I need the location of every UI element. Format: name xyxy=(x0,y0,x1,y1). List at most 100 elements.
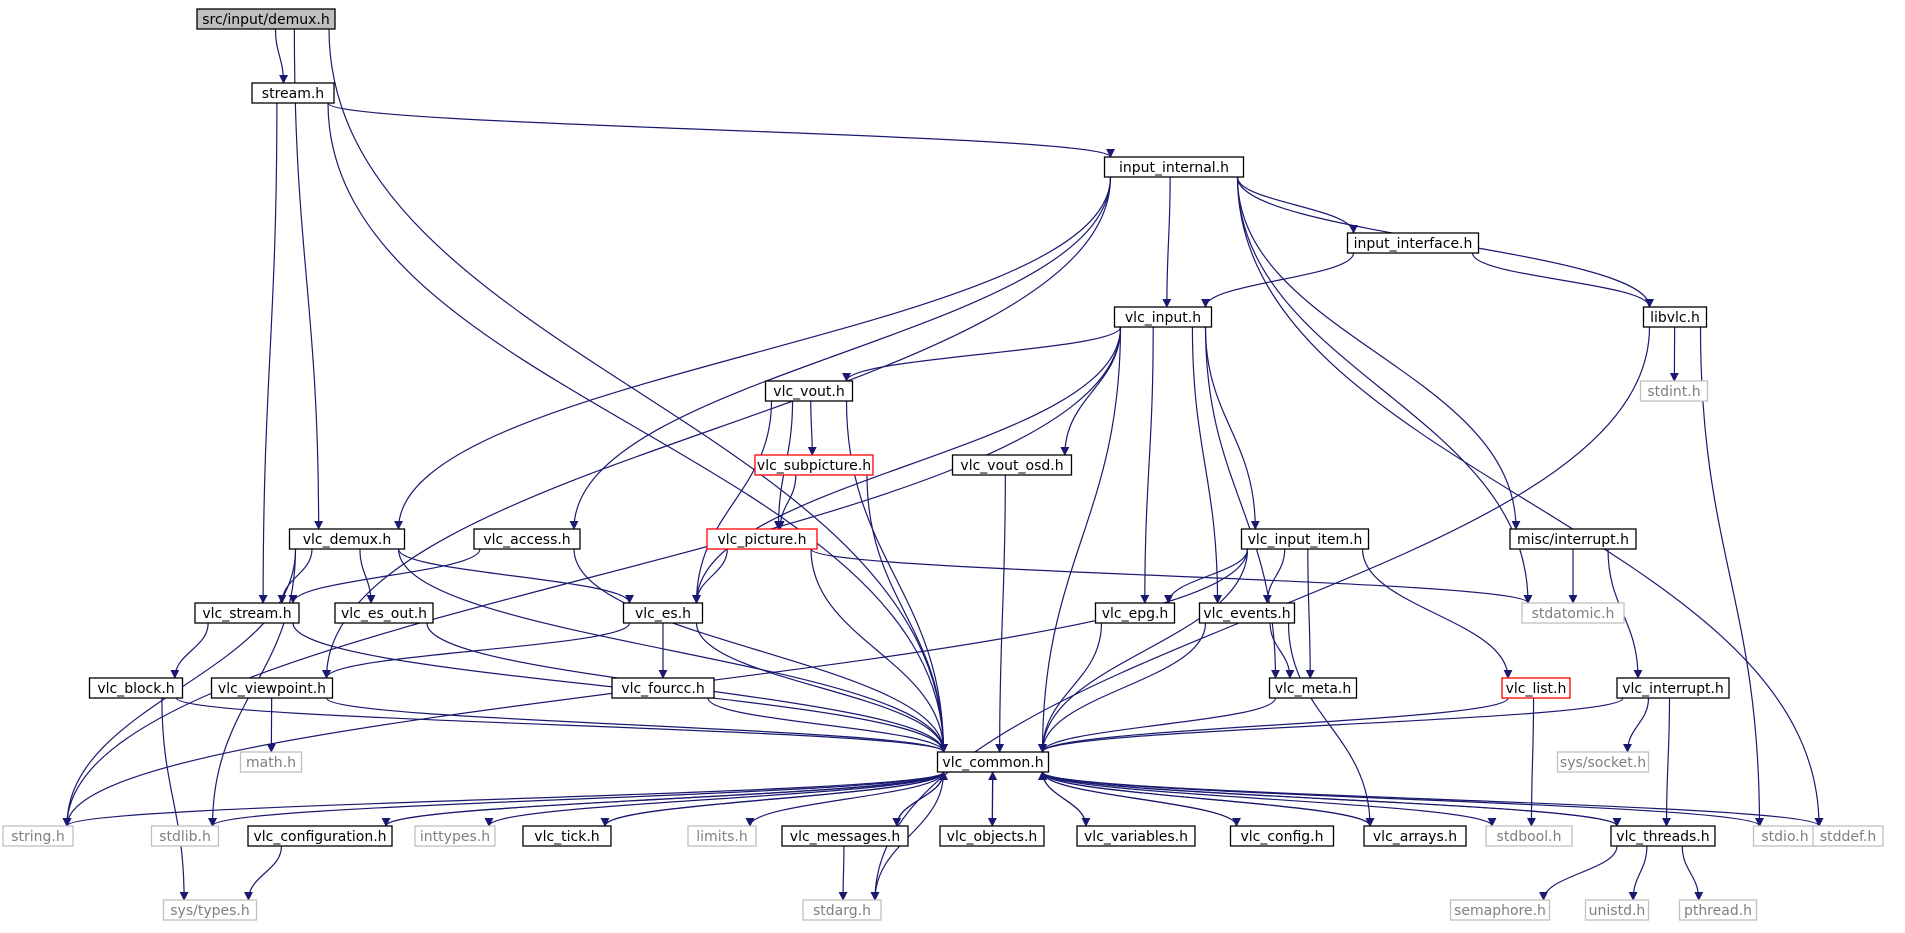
edge-vlc_es-to-vlc_viewpoint xyxy=(322,622,631,679)
node-box xyxy=(754,454,874,476)
node-vlc_config[interactable]: vlc_config.h xyxy=(1229,825,1335,847)
node-vlc_configuration[interactable]: vlc_configuration.h xyxy=(247,825,393,847)
node-label: vlc_variables.h xyxy=(1084,829,1188,845)
node-vlc_access[interactable]: vlc_access.h xyxy=(473,528,581,550)
edge-vlc_vout-to-vlc_subpicture xyxy=(807,400,817,456)
node-vlc_interrupt[interactable]: vlc_interrupt.h xyxy=(1616,677,1730,699)
node-box xyxy=(1094,602,1176,624)
node-libvlc[interactable]: libvlc.h xyxy=(1642,306,1708,328)
node-stream_h[interactable]: stream.h xyxy=(251,82,335,104)
node-vlc_demux[interactable]: vlc_demux.h xyxy=(288,528,406,550)
node-label: limits.h xyxy=(696,829,747,845)
node-box xyxy=(1610,825,1716,847)
node-vlc_stream[interactable]: vlc_stream.h xyxy=(194,602,300,624)
node-box xyxy=(1584,899,1650,921)
node-box xyxy=(1812,825,1884,847)
edge-vlc_block-to-vlc_common xyxy=(175,697,948,753)
node-vlc_input_item[interactable]: vlc_input_item.h xyxy=(1240,528,1370,550)
node-box xyxy=(1556,751,1650,773)
node-label: unistd.h xyxy=(1589,903,1646,919)
edge-vlc_input-to-vlc_es xyxy=(692,326,1122,604)
node-box xyxy=(162,899,258,921)
node-vlc_es_out[interactable]: vlc_es_out.h xyxy=(334,602,434,624)
node-vlc_arrays[interactable]: vlc_arrays.h xyxy=(1363,825,1467,847)
node-vlc_fourcc[interactable]: vlc_fourcc.h xyxy=(611,677,715,699)
node-label: vlc_interrupt.h xyxy=(1622,681,1724,697)
node-box xyxy=(939,825,1045,847)
node-label: vlc_fourcc.h xyxy=(621,681,704,697)
edge-vlc_input-to-vlc_events xyxy=(1191,326,1223,604)
node-box xyxy=(251,82,335,104)
edge-vlc_subpicture-to-vlc_picture xyxy=(775,474,797,530)
node-vlc_threads[interactable]: vlc_threads.h xyxy=(1610,825,1716,847)
edge-vlc_input-to-vlc_common xyxy=(1038,326,1122,753)
edge-demux_root-to-vlc_demux xyxy=(293,28,324,530)
edge-vlc_access-to-vlc_stream xyxy=(288,548,481,604)
edge-vlc_configuration-to-vlc_common xyxy=(385,771,948,827)
node-semaphore_h: semaphore.h xyxy=(1449,899,1551,921)
edge-vlc_config-to-vlc_common xyxy=(1038,771,1238,827)
node-vlc_vout[interactable]: vlc_vout.h xyxy=(764,380,854,402)
node-label: vlc_access.h xyxy=(483,532,570,548)
edge-vlc_common-to-stdlib_h xyxy=(208,771,945,827)
node-vlc_block[interactable]: vlc_block.h xyxy=(88,677,184,699)
node-vlc_es[interactable]: vlc_es.h xyxy=(622,602,704,624)
node-stdlib_h: stdlib.h xyxy=(150,825,220,847)
edge-vlc_threads-to-pthread_h xyxy=(1681,845,1704,901)
node-label: vlc_objects.h xyxy=(947,829,1038,845)
node-vlc_tick[interactable]: vlc_tick.h xyxy=(522,825,612,847)
node-label: pthread.h xyxy=(1684,903,1752,919)
node-demux_root[interactable]: src/input/demux.h xyxy=(196,8,336,30)
node-box xyxy=(88,677,184,699)
edge-vlc_arrays-to-vlc_common xyxy=(1038,771,1371,827)
node-box xyxy=(687,825,757,847)
node-box xyxy=(1485,825,1573,847)
node-vlc_viewpoint[interactable]: vlc_viewpoint.h xyxy=(210,677,334,699)
edge-vlc_threads-to-semaphore_h xyxy=(1539,845,1618,901)
node-vlc_picture[interactable]: vlc_picture.h xyxy=(706,528,818,550)
edge-vlc_input_item-to-vlc_meta xyxy=(1305,548,1315,679)
node-misc_interrupt[interactable]: misc/interrupt.h xyxy=(1509,528,1637,550)
node-label: input_internal.h xyxy=(1119,160,1229,176)
node-input_interface[interactable]: input_interface.h xyxy=(1346,232,1480,254)
edge-vlc_common-to-string_h xyxy=(62,771,945,827)
node-label: vlc_configuration.h xyxy=(253,829,386,845)
node-vlc_objects[interactable]: vlc_objects.h xyxy=(939,825,1045,847)
edge-vlc_tick-to-vlc_common xyxy=(604,771,948,827)
edge-demux_root-to-vlc_common xyxy=(328,28,948,753)
node-box xyxy=(1509,528,1637,550)
edge-input_internal-to-stddef_h xyxy=(1236,176,1824,827)
edge-input_internal-to-input_interface xyxy=(1236,176,1358,234)
node-vlc_input[interactable]: vlc_input.h xyxy=(1113,306,1213,328)
node-box xyxy=(1639,380,1709,402)
node-vlc_vout_osd[interactable]: vlc_vout_osd.h xyxy=(951,454,1073,476)
node-vlc_epg[interactable]: vlc_epg.h xyxy=(1094,602,1176,624)
edge-vlc_common-to-stdio_h xyxy=(1041,771,1764,827)
edge-stream_h-to-input_internal xyxy=(327,102,1115,158)
node-vlc_events[interactable]: vlc_events.h xyxy=(1198,602,1296,624)
node-box xyxy=(764,380,854,402)
node-box xyxy=(288,528,406,550)
node-input_internal[interactable]: input_internal.h xyxy=(1103,156,1245,178)
node-vlc_subpicture[interactable]: vlc_subpicture.h xyxy=(754,454,874,476)
node-vlc_variables[interactable]: vlc_variables.h xyxy=(1076,825,1196,847)
edge-vlc_threads-to-vlc_common xyxy=(1038,771,1618,827)
edge-vlc_fourcc-to-vlc_common xyxy=(707,697,948,753)
node-box xyxy=(1642,306,1708,328)
edge-vlc_common-to-stdbool_h xyxy=(1041,771,1497,827)
node-box xyxy=(2,825,74,847)
edge-vlc_input_item-to-vlc_epg xyxy=(1164,548,1249,604)
node-box xyxy=(1268,677,1358,699)
node-vlc_list[interactable]: vlc_list.h xyxy=(1501,677,1571,699)
node-label: vlc_threads.h xyxy=(1616,829,1709,845)
node-label: vlc_vout.h xyxy=(773,384,844,400)
edge-vlc_common-to-inttypes_h xyxy=(484,771,945,827)
node-label: sys/types.h xyxy=(170,903,249,919)
node-box xyxy=(1449,899,1551,921)
node-vlc_common[interactable]: vlc_common.h xyxy=(936,751,1050,773)
edge-libvlc-to-stdio_h xyxy=(1699,326,1764,827)
node-label: stdint.h xyxy=(1647,384,1700,400)
node-vlc_meta[interactable]: vlc_meta.h xyxy=(1268,677,1358,699)
node-box xyxy=(1103,156,1245,178)
node-vlc_messages[interactable]: vlc_messages.h xyxy=(781,825,909,847)
